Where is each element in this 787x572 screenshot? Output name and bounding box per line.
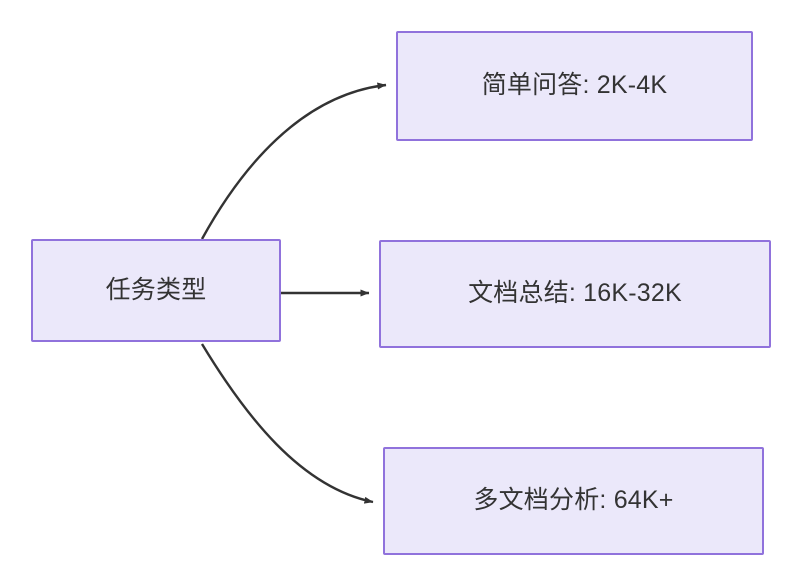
node-multi-document-analysis[interactable]: 多文档分析: 64K+ [383,447,764,555]
node-document-summary[interactable]: 文档总结: 16K-32K [379,240,771,348]
node-document-summary-label: 文档总结: 16K-32K [468,279,682,308]
node-simple-qa-label: 简单问答: 2K-4K [481,71,668,100]
edge-root-to-simple-qa [200,82,387,240]
edge-root-to-multi-doc [200,343,374,504]
node-task-type-label: 任务类型 [105,275,207,304]
node-task-type[interactable]: 任务类型 [31,239,281,342]
node-multi-document-analysis-label: 多文档分析: 64K+ [473,486,674,515]
node-simple-qa[interactable]: 简单问答: 2K-4K [396,31,753,141]
